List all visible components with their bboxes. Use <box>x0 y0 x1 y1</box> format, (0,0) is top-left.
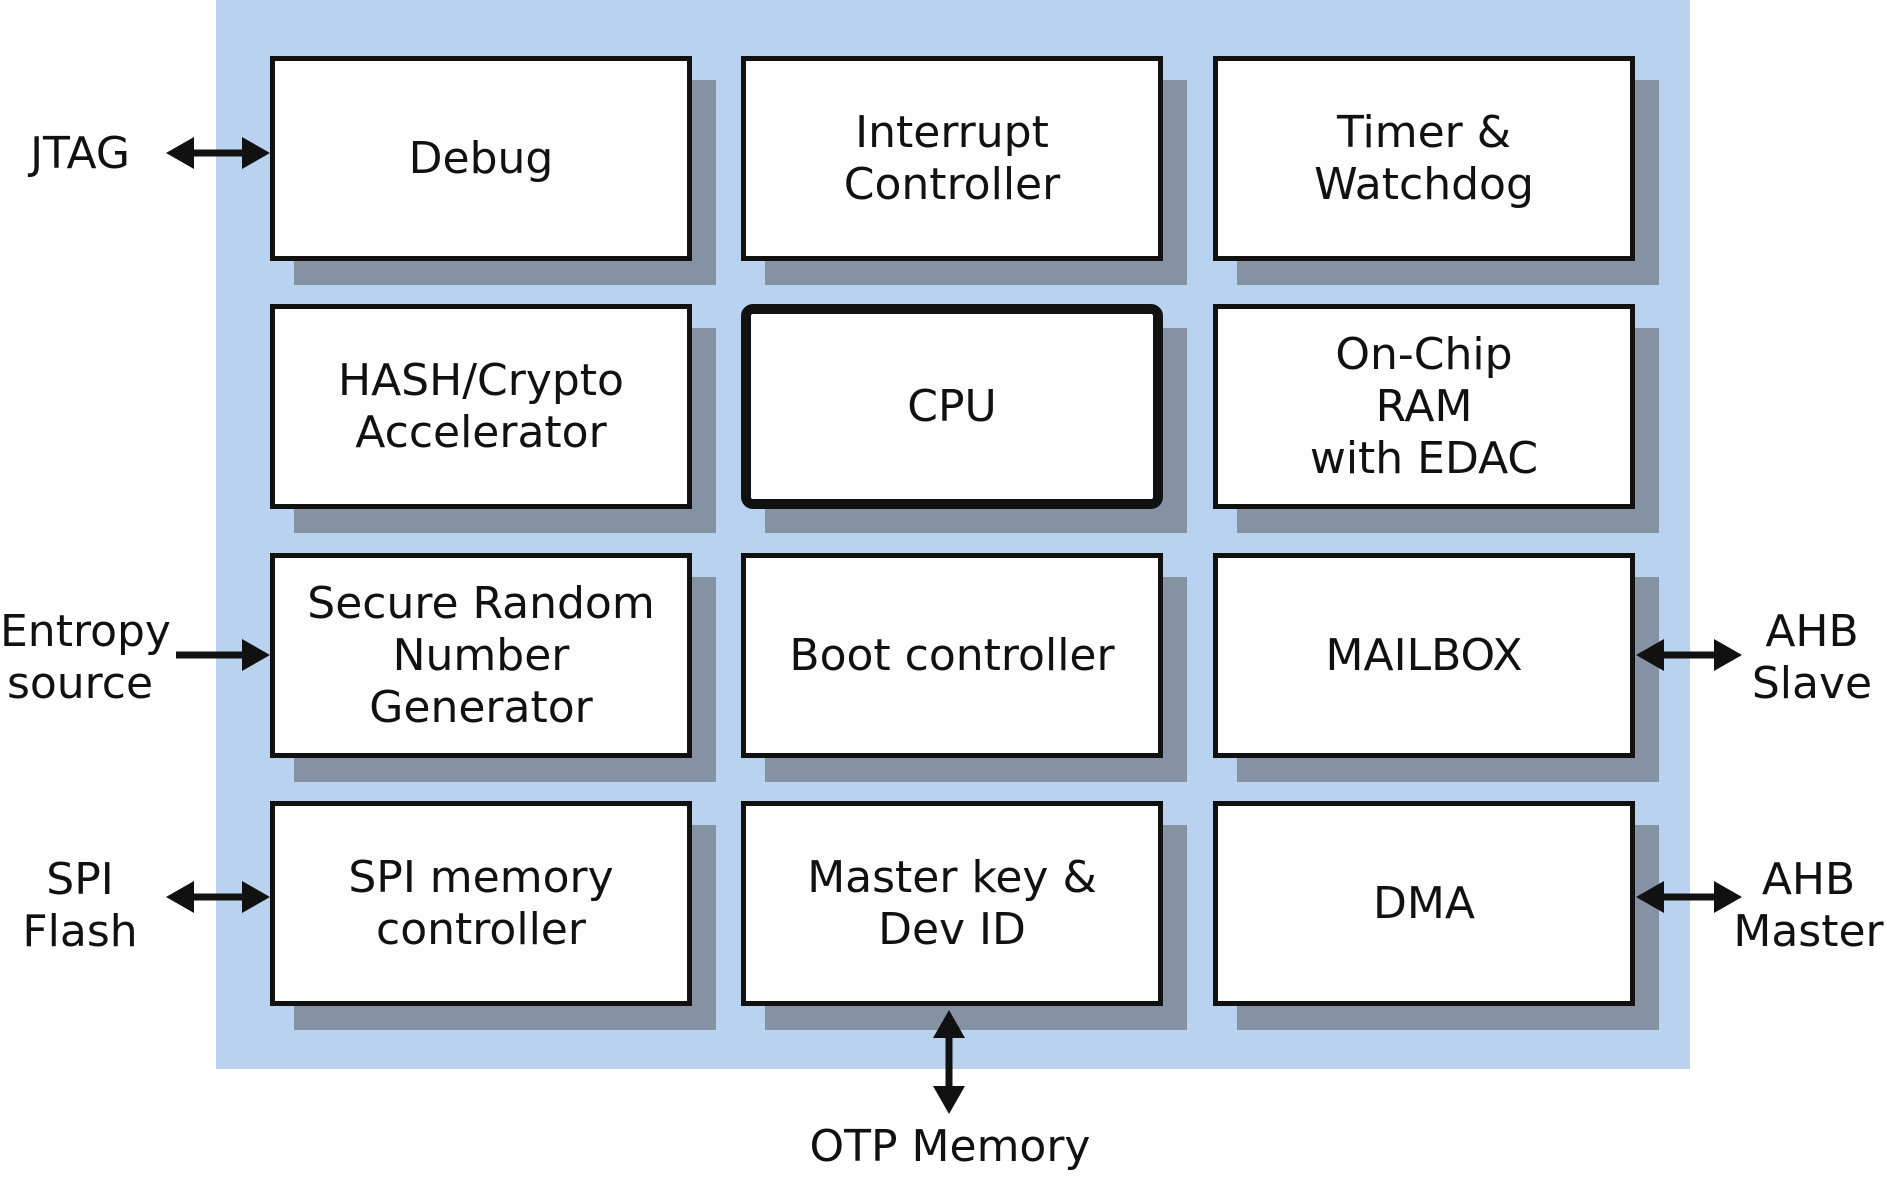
block-box: Boot controller <box>741 553 1163 758</box>
block-label-debug: Debug <box>408 132 554 184</box>
block-box: DMA <box>1213 801 1635 1006</box>
arrow-spi-flash <box>166 881 270 913</box>
block-on-chip-ram: On-Chip RAM with EDAC <box>1213 304 1659 533</box>
block-box: SPI memory controller <box>270 801 692 1006</box>
arrow-ahb-slave <box>1636 639 1742 671</box>
ext-label-jtag: JTAG <box>30 128 130 179</box>
block-label-hash-crypto: HASH/Crypto Accelerator <box>338 354 624 458</box>
arrow-ahb-master <box>1636 881 1742 913</box>
ext-label-spi-flash: SPI Flash <box>22 854 138 957</box>
ext-label-ahb-slave: AHB Slave <box>1751 606 1873 709</box>
block-master-key: Master key & Dev ID <box>741 801 1187 1030</box>
block-dma: DMA <box>1213 801 1659 1030</box>
block-box: Timer & Watchdog <box>1213 56 1635 261</box>
arrow-otp <box>933 1010 965 1114</box>
ext-label-ahb-master: AHB Master <box>1733 854 1884 957</box>
block-debug: Debug <box>270 56 716 285</box>
block-spi-memory-controller: SPI memory controller <box>270 801 716 1030</box>
block-interrupt-controller: Interrupt Controller <box>741 56 1187 285</box>
ext-label-entropy: Entropy source <box>0 606 171 709</box>
block-box: MAILBOX <box>1213 553 1635 758</box>
block-label-on-chip-ram: On-Chip RAM with EDAC <box>1309 328 1539 484</box>
block-srng: Secure Random Number Generator <box>270 553 716 782</box>
block-box: HASH/Crypto Accelerator <box>270 304 692 509</box>
block-box: Interrupt Controller <box>741 56 1163 261</box>
block-label-cpu: CPU <box>907 380 997 432</box>
block-label-master-key: Master key & Dev ID <box>807 851 1097 955</box>
block-boot-controller: Boot controller <box>741 553 1187 782</box>
block-label-dma: DMA <box>1373 877 1475 929</box>
arrow-jtag <box>166 137 270 169</box>
block-label-timer-watchdog: Timer & Watchdog <box>1314 106 1534 210</box>
block-label-boot-controller: Boot controller <box>789 629 1115 681</box>
block-label-spi-memory-controller: SPI memory controller <box>348 851 614 955</box>
block-cpu: CPU <box>741 304 1187 533</box>
block-hash-crypto: HASH/Crypto Accelerator <box>270 304 716 533</box>
block-label-mailbox: MAILBOX <box>1325 629 1523 681</box>
ext-label-otp: OTP Memory <box>809 1121 1091 1172</box>
block-mailbox: MAILBOX <box>1213 553 1659 782</box>
block-label-interrupt-controller: Interrupt Controller <box>843 106 1061 210</box>
block-timer-watchdog: Timer & Watchdog <box>1213 56 1659 285</box>
block-box: CPU <box>741 304 1163 509</box>
block-box: Master key & Dev ID <box>741 801 1163 1006</box>
block-label-srng: Secure Random Number Generator <box>307 577 655 733</box>
block-box: Secure Random Number Generator <box>270 553 692 758</box>
block-box: On-Chip RAM with EDAC <box>1213 304 1635 509</box>
arrow-entropy <box>176 639 270 671</box>
block-box: Debug <box>270 56 692 261</box>
